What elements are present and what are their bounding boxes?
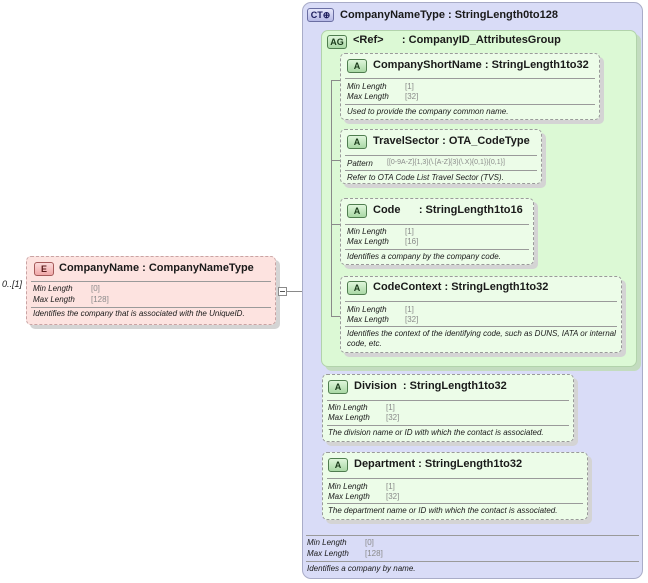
attribute-badge: A: [347, 281, 367, 295]
separator: [345, 249, 529, 250]
attribute-division[interactable]: A Division : StringLength1to32 Min Lengt…: [322, 374, 574, 442]
prop-value: [32]: [405, 315, 419, 324]
attribute-title: Code : StringLength1to16: [373, 204, 523, 216]
prop-label: Min Length: [347, 305, 387, 314]
separator: [345, 301, 617, 302]
prop-label: Max Length: [328, 413, 370, 422]
connector-line: [331, 160, 340, 161]
attribute-travel-sector[interactable]: A TravelSector : OTA_CodeType Pattern [[…: [340, 129, 542, 184]
separator: [327, 478, 583, 479]
separator: [31, 281, 271, 282]
prop-label: Max Length: [347, 92, 389, 101]
complex-type-badge: CT⊕: [307, 8, 334, 22]
attribute-title: Department : StringLength1to32: [354, 458, 523, 470]
element-company-name[interactable]: E CompanyName : CompanyNameType Min Leng…: [26, 256, 276, 325]
separator: [345, 104, 595, 105]
prop-value: [1]: [405, 227, 414, 236]
prop-value: [1]: [405, 82, 414, 91]
attribute-title: Division : StringLength1to32: [354, 380, 507, 392]
element-description: Identifies the company that is associate…: [33, 309, 245, 318]
separator: [31, 307, 271, 308]
prop-label: Min Length: [347, 82, 387, 91]
attribute-badge: A: [347, 135, 367, 149]
connector-line: [331, 224, 340, 225]
occurrence-label: 0..[1]: [2, 279, 23, 289]
attribute-title: CodeContext : StringLength1to32: [373, 281, 549, 293]
attribute-description: Identifies a company by the company code…: [347, 252, 501, 261]
attribute-group-badge: AG: [327, 35, 347, 49]
separator: [345, 326, 617, 327]
attribute-badge: A: [328, 458, 348, 472]
attribute-description: Identifies the context of the identifyin…: [347, 329, 616, 348]
sequence-collapse-icon[interactable]: [278, 287, 287, 296]
attribute-description: The division name or ID with which the c…: [328, 428, 544, 437]
separator: [345, 170, 537, 171]
prop-label: Max Length: [307, 549, 349, 558]
attribute-department[interactable]: A Department : StringLength1to32 Min Len…: [322, 452, 588, 520]
prop-label: Pattern: [347, 159, 373, 168]
attribute-description: Refer to OTA Code List Travel Sector (TV…: [347, 173, 504, 182]
separator: [306, 561, 639, 562]
connector-line: [331, 80, 332, 316]
prop-value: [128]: [365, 549, 383, 558]
prop-label: Min Length: [307, 538, 347, 547]
prop-value: [1]: [405, 305, 414, 314]
attribute-badge: A: [328, 380, 348, 394]
attribute-badge: A: [347, 204, 367, 218]
attribute-title: TravelSector : OTA_CodeType: [373, 135, 530, 147]
prop-value: [16]: [405, 237, 419, 246]
prop-value: [0]: [365, 538, 374, 547]
complex-type-description: Identifies a company by name.: [307, 564, 416, 573]
attribute-code-context[interactable]: A CodeContext : StringLength1to32 Min Le…: [340, 276, 622, 353]
separator: [327, 400, 569, 401]
prop-value: [[0-9A-Z]{1,3}(\.[A-Z]{3}(\.X){0,1}){0,1…: [387, 159, 505, 166]
attribute-code[interactable]: A Code : StringLength1to16 Min Length [1…: [340, 198, 534, 265]
separator: [306, 535, 639, 536]
prop-value: [1]: [386, 482, 395, 491]
prop-label: Min Length: [347, 227, 387, 236]
attribute-description: The department name or ID with which the…: [328, 506, 558, 515]
plus-icon: ⊕: [322, 10, 331, 20]
complex-type-title: CompanyNameType : StringLength0to128: [340, 9, 558, 21]
separator: [345, 155, 537, 156]
connector-line: [331, 316, 340, 317]
connector-line: [287, 291, 311, 292]
prop-label: Min Length: [328, 482, 368, 491]
prop-value: [1]: [386, 403, 395, 412]
prop-value: [0]: [91, 284, 100, 293]
attribute-badge: A: [347, 59, 367, 73]
connector-line: [331, 80, 340, 81]
attribute-group-title: <Ref> : CompanyID_AttributesGroup: [353, 34, 561, 46]
prop-label: Max Length: [33, 295, 75, 304]
attribute-company-short-name[interactable]: A CompanyShortName : StringLength1to32 M…: [340, 53, 600, 120]
element-title: CompanyName : CompanyNameType: [59, 262, 254, 274]
prop-value: [128]: [91, 295, 109, 304]
attribute-title: CompanyShortName : StringLength1to32: [373, 59, 589, 71]
separator: [345, 78, 595, 79]
prop-value: [32]: [386, 492, 400, 501]
separator: [327, 503, 583, 504]
attribute-description: Used to provide the company common name.: [347, 107, 509, 116]
prop-label: Min Length: [328, 403, 368, 412]
element-badge: E: [34, 262, 54, 276]
prop-value: [32]: [386, 413, 400, 422]
prop-label: Max Length: [347, 315, 389, 324]
prop-value: [32]: [405, 92, 419, 101]
prop-label: Max Length: [328, 492, 370, 501]
prop-label: Max Length: [347, 237, 389, 246]
separator: [345, 224, 529, 225]
separator: [327, 425, 569, 426]
prop-label: Min Length: [33, 284, 73, 293]
